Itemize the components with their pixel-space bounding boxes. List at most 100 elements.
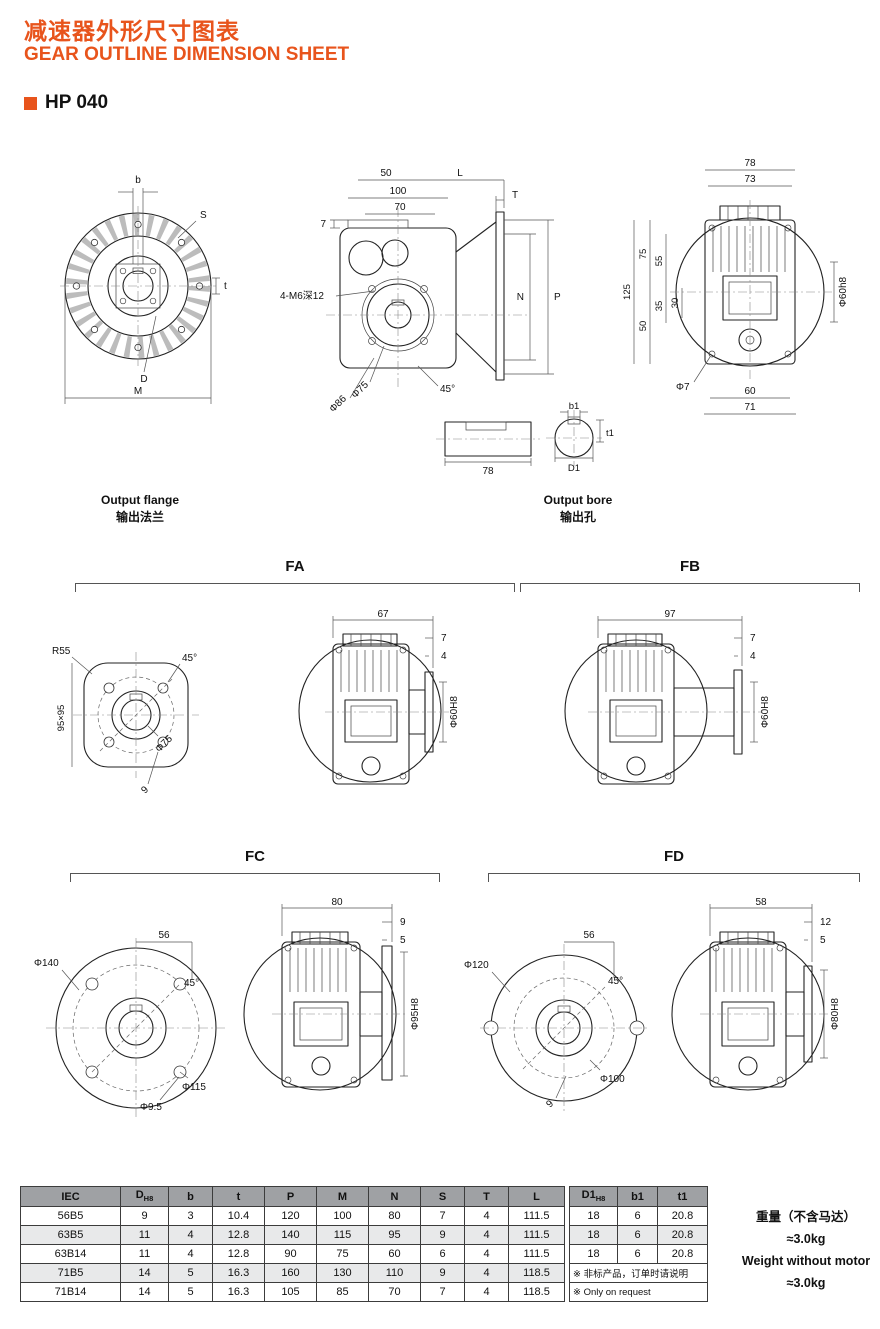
col-t: t [212,1186,265,1207]
dimensions: R55 45° 95×95 Φ75 9 [52,646,197,796]
dim-58: 58 [755,897,767,908]
note-row: ※ Only on request [569,1282,708,1302]
fa-section-bracket: FA [75,558,515,592]
dimensions: 78 [444,458,532,477]
fa-label: FA [273,558,317,575]
dim-phi80H8: Φ80H8 [830,998,841,1030]
dim-95x95: 95×95 [56,705,67,732]
col-M: M [316,1186,369,1207]
dim-7: 7 [441,633,447,644]
dim-D1: D1 [568,463,580,474]
dim-phi86: Φ86 [328,393,350,415]
caption-en: Output bore [543,493,613,507]
output-flange-drawing: b S t D M [60,175,227,404]
part-geometry [670,200,835,380]
gearbox-front-drawing: 7 50 L 100 70 T N P 4-M6深12 Φ75 Φ86 [280,168,561,415]
dim-97: 97 [664,609,676,620]
dim-7: 7 [320,219,326,230]
dim-phi60H8: Φ60H8 [449,696,460,728]
dim-80: 80 [331,897,343,908]
col-t1: t1 [657,1186,708,1207]
part-geometry [480,944,648,1112]
dim-phi9.5: Φ9.5 [140,1102,162,1113]
dimensions: Φ120 56 45° Φ100 9 [464,930,625,1110]
dim-b1: b1 [569,401,580,412]
dimensions: b S t D M [64,175,227,404]
col-N: N [368,1186,421,1207]
col-L: L [508,1186,565,1207]
dim-D: D [140,374,147,385]
dim-bolts: 4-M6深12 [280,290,324,302]
dim-4: 4 [750,651,756,662]
dim-71: 71 [744,402,756,413]
dim-phi115: Φ115 [182,1082,206,1093]
bracket-line [70,873,440,874]
dim-56: 56 [583,930,595,941]
dim-phi140: Φ140 [34,958,59,969]
dim-t: t [224,281,227,292]
col-b1: b1 [617,1186,658,1207]
dim-phi60H8: Φ60H8 [760,696,771,728]
dim-t1: t1 [606,428,614,439]
part-geometry [564,633,763,785]
fa-flange-drawing: R55 45° 95×95 Φ75 9 [52,646,199,796]
part-geometry [73,652,199,778]
fa-gearbox-drawing: 67 7 4 Φ60H8 [298,609,460,785]
dimensions: 80 9 5 Φ95H8 [281,897,421,1077]
col-S: S [420,1186,465,1207]
part-geometry [243,931,407,1091]
col-P: P [264,1186,317,1207]
dim-70: 70 [394,202,406,213]
dim-L: L [457,168,463,179]
dimensions: 78 73 125 75 55 50 35 30 Φ60h8 Φ7 60 71 [622,158,849,415]
weight-en: Weight without motor [741,1254,871,1268]
col-iec: IEC [20,1186,121,1207]
dimensions: 58 12 5 Φ80H8 [709,897,841,1059]
dimensions: b1 t1 D1 [554,401,614,474]
dimensions: 97 7 4 Φ60H8 [597,609,771,743]
fc-label: FC [233,848,277,865]
header-row: IEC DH8 b t P M N S T L [20,1186,565,1207]
weight-info: 重量（不含马达） ≈3.0kg Weight without motor ≈3.… [736,1206,876,1294]
dim-7: 7 [750,633,756,644]
fd-flange-drawing: Φ120 56 45° Φ100 9 [464,930,648,1112]
dim-phi75: Φ75 [350,379,372,401]
dim-P: P [554,292,561,303]
bracket-line [488,873,860,874]
part-geometry [60,206,216,366]
dim-phi100: Φ100 [600,1074,625,1085]
bracket-line [75,583,515,584]
part-geometry [326,208,528,390]
dim-35: 35 [654,301,665,312]
dim-4: 4 [441,651,447,662]
fb-gearbox-drawing: 97 7 4 Φ60H8 [564,609,771,785]
dimensions: Φ140 56 45° Φ115 Φ9.5 [34,930,206,1113]
caption-en: Output flange [101,493,179,507]
dim-60: 60 [744,386,756,397]
dim-50: 50 [380,168,392,179]
dim-125: 125 [622,284,633,300]
dim-phi7: Φ7 [676,382,690,393]
dim-5: 5 [820,935,826,946]
page-title-zh: 减速器外形尺寸图表 [24,18,240,44]
output-bore-drawing: b1 t1 D1 [546,401,614,474]
dimensions: 67 7 4 Φ60H8 [332,609,460,743]
dim-M: M [134,386,142,397]
dim-T: T [512,190,518,201]
fb-label: FB [668,558,712,575]
note-row: ※ 非标产品，订单时请说明 [569,1263,708,1283]
fd-gearbox-drawing: 58 12 5 Φ80H8 [671,897,841,1091]
note-zh: ※ 非标产品，订单时请说明 [569,1263,708,1283]
col-b: b [168,1186,213,1207]
part-geometry [546,410,602,466]
part-geometry [436,421,540,457]
dim-30: 30 [670,298,681,309]
